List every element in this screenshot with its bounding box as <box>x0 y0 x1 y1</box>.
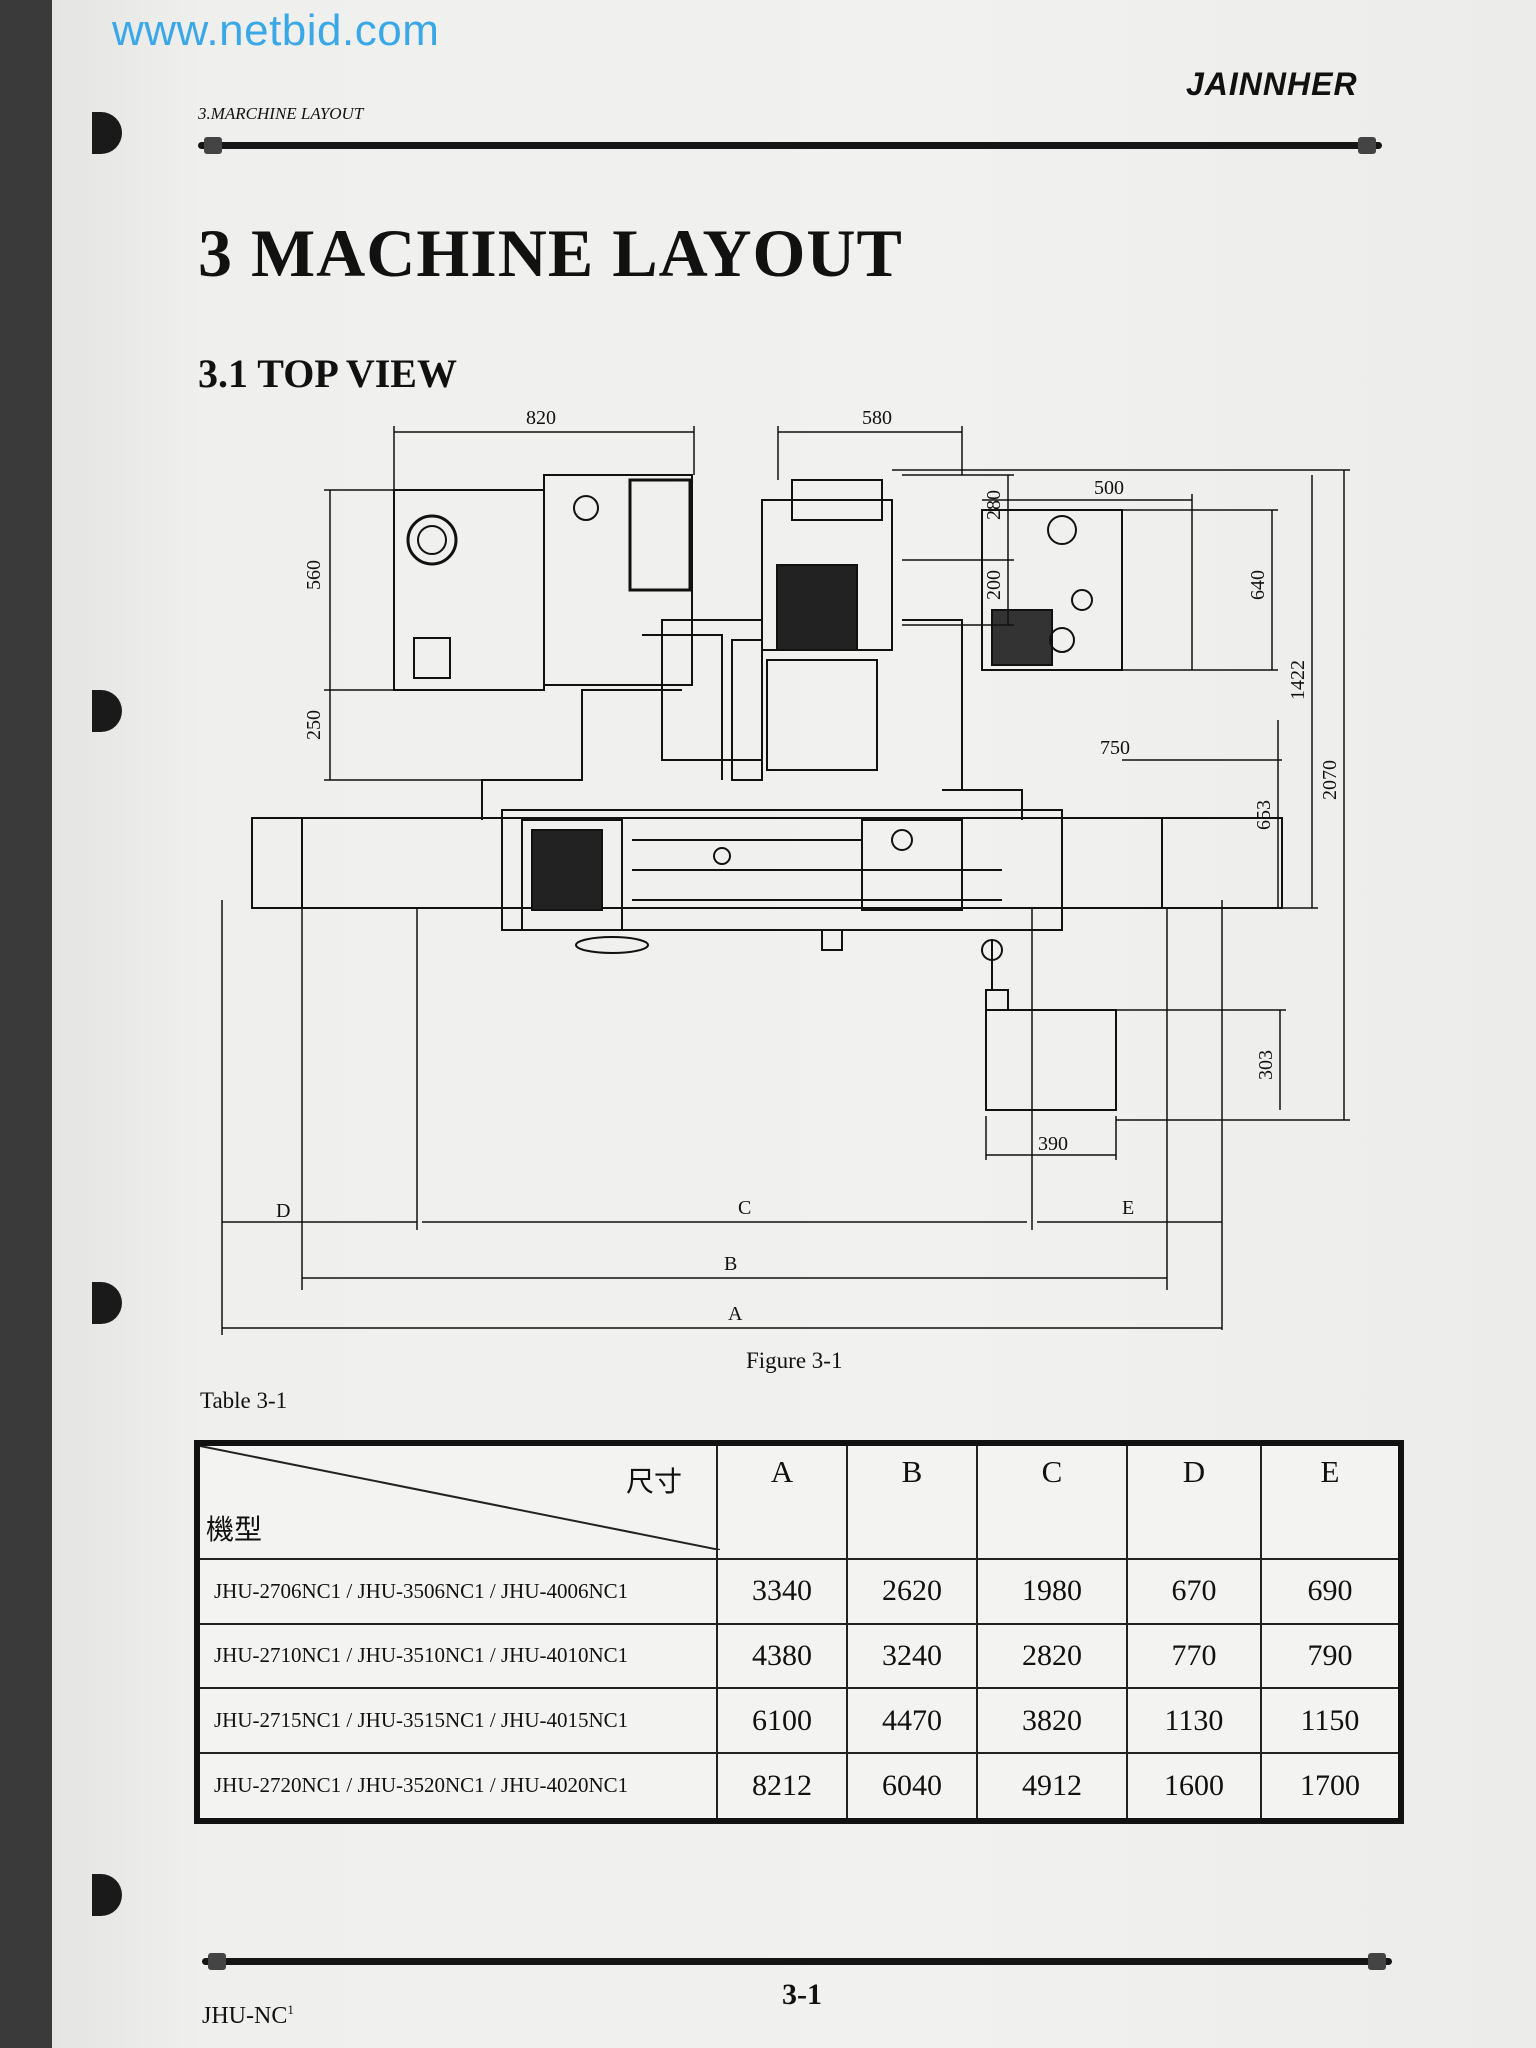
value-cell: 6040 <box>846 1751 978 1823</box>
dim-b: B <box>724 1253 737 1275</box>
table-row: JHU-2706NC1 / JHU-3506NC1 / JHU-4006NC1 … <box>196 1558 1402 1625</box>
value-cell: 3340 <box>716 1558 848 1625</box>
dim-d: D <box>276 1200 290 1222</box>
dim-500: 500 <box>1094 477 1124 499</box>
value-cell: 790 <box>1260 1622 1402 1690</box>
dim-a: A <box>728 1303 743 1325</box>
dim-390: 390 <box>1038 1133 1068 1155</box>
corner-dimension-label: 尺寸 <box>625 1465 682 1498</box>
value-cell: 670 <box>1126 1558 1262 1625</box>
col-header-c: C <box>976 1442 1128 1560</box>
dim-280: 280 <box>983 490 1005 520</box>
header-rule <box>198 137 1382 154</box>
binder-hole <box>92 1874 122 1916</box>
value-cell: 1130 <box>1126 1687 1262 1754</box>
table-header-row: 尺寸 機型 A B C D E <box>196 1442 1402 1560</box>
dim-580: 580 <box>862 407 892 429</box>
watermark-url: www.netbid.com <box>112 6 440 55</box>
footer-model-sup: 1 <box>287 2002 294 2017</box>
dim-250: 250 <box>303 710 325 740</box>
binder-hole <box>92 112 122 154</box>
col-header-b: B <box>846 1442 978 1560</box>
dim-640: 640 <box>1247 570 1269 600</box>
value-cell: 1600 <box>1126 1751 1262 1823</box>
binder-hole <box>92 1282 122 1324</box>
header-section-name: 3.MARCHINE LAYOUT <box>198 104 364 123</box>
coolant-tank <box>985 1009 1117 1111</box>
dim-303: 303 <box>1255 1050 1277 1080</box>
value-cell: 4380 <box>716 1622 848 1690</box>
value-cell: 770 <box>1126 1622 1262 1690</box>
page-title: 3 MACHINE LAYOUT <box>198 215 903 291</box>
dim-1422: 1422 <box>1287 660 1309 700</box>
dim-750: 750 <box>1100 737 1130 759</box>
corner-model-label: 機型 <box>206 1513 263 1546</box>
hydraulic-unit <box>981 509 1123 671</box>
dim-e: E <box>1122 1197 1134 1219</box>
value-cell: 2820 <box>976 1622 1128 1690</box>
table-row: JHU-2715NC1 / JHU-3515NC1 / JHU-4015NC1 … <box>196 1687 1402 1754</box>
dim-c: C <box>738 1197 751 1219</box>
value-cell: 3820 <box>976 1687 1128 1754</box>
value-cell: 690 <box>1260 1558 1402 1625</box>
dim-2070: 2070 <box>1319 760 1341 800</box>
table-row: JHU-2710NC1 / JHU-3510NC1 / JHU-4010NC1 … <box>196 1622 1402 1690</box>
section-title: 3.1 TOP VIEW <box>198 351 457 396</box>
table-row: JHU-2720NC1 / JHU-3520NC1 / JHU-4020NC1 … <box>196 1751 1402 1823</box>
model-cell: JHU-2715NC1 / JHU-3515NC1 / JHU-4015NC1 <box>196 1687 718 1754</box>
value-cell: 8212 <box>716 1751 848 1823</box>
value-cell: 4470 <box>846 1687 978 1754</box>
dimension-table: 尺寸 機型 A B C D E JHU-2706NC1 / JHU-3506NC… <box>194 1440 1404 1824</box>
model-cell: JHU-2710NC1 / JHU-3510NC1 / JHU-4010NC1 <box>196 1622 718 1690</box>
brand-logo: JAINNHER <box>1186 66 1358 102</box>
dim-820: 820 <box>526 407 556 429</box>
footer-model-text: JHU-NC <box>202 2003 288 2029</box>
manual-page: www.netbid.com 3.MARCHINE LAYOUT JAINNHE… <box>52 0 1536 2048</box>
table-corner-cell: 尺寸 機型 <box>196 1442 720 1560</box>
col-header-e: E <box>1260 1442 1402 1560</box>
table-label: Table 3-1 <box>200 1388 288 1413</box>
top-view-drawing: 820 580 500 560 250 280 200 640 1422 207… <box>221 407 1350 1335</box>
model-cell: JHU-2720NC1 / JHU-3520NC1 / JHU-4020NC1 <box>196 1751 718 1823</box>
value-cell: 2620 <box>846 1558 978 1625</box>
model-cell: JHU-2706NC1 / JHU-3506NC1 / JHU-4006NC1 <box>196 1558 718 1625</box>
binder-hole <box>92 690 122 732</box>
value-cell: 1150 <box>1260 1687 1402 1754</box>
value-cell: 6100 <box>716 1687 848 1754</box>
footer-model: JHU-NC1 <box>202 2002 294 2030</box>
col-header-a: A <box>716 1442 848 1560</box>
figure-caption: Figure 3-1 <box>746 1348 843 1373</box>
dim-560: 560 <box>303 560 325 590</box>
value-cell: 1700 <box>1260 1751 1402 1823</box>
machine-bed <box>251 817 1283 909</box>
value-cell: 3240 <box>846 1622 978 1690</box>
col-header-d: D <box>1126 1442 1262 1560</box>
value-cell: 1980 <box>976 1558 1128 1625</box>
workhead <box>521 819 623 931</box>
value-cell: 4912 <box>976 1751 1128 1823</box>
page-number: 3-1 <box>782 1978 822 2011</box>
dim-653: 653 <box>1253 800 1275 830</box>
footer-rule <box>202 1953 1392 1970</box>
dim-200: 200 <box>983 570 1005 600</box>
